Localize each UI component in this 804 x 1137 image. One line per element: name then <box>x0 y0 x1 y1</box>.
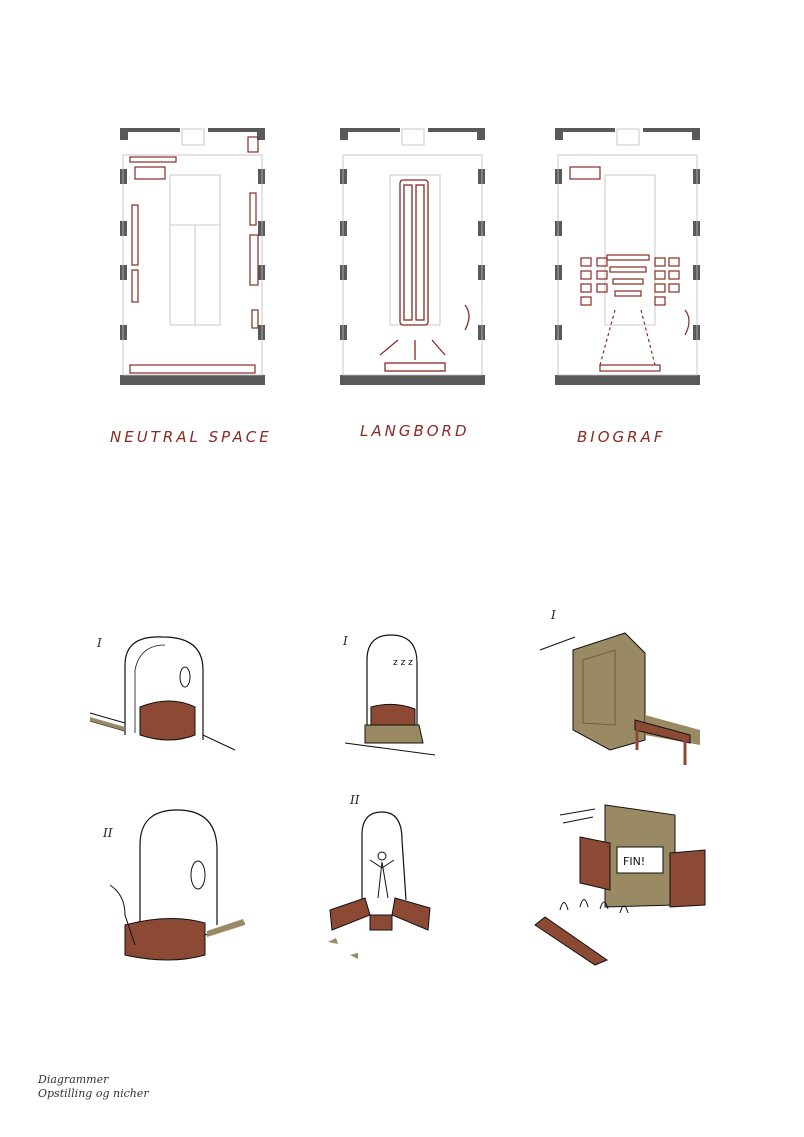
sketch-cinema-screen: FIN! <box>534 804 706 966</box>
caption-title: Diagrammer <box>38 1073 109 1086</box>
plan-label-langbord: LANGBORD <box>360 422 470 440</box>
sketch-numeral: I <box>550 608 556 622</box>
sketch-wood-structure-bench: I <box>539 608 700 765</box>
sketch-numeral: II <box>102 826 113 840</box>
plan-label-neutral-space: NEUTRAL SPACE <box>110 428 272 446</box>
sketch-niche-figure: II <box>328 793 431 959</box>
sketch-numeral: II <box>349 793 360 807</box>
sketch-niche-bench-2: II <box>102 809 246 961</box>
sketch-numeral: I <box>342 634 348 648</box>
plan-label-biograf: BIOGRAF <box>577 428 666 446</box>
floor-plan-langbord <box>340 128 485 385</box>
caption: Diagrammer Opstilling og nicher <box>38 1073 149 1101</box>
screen-text: FIN! <box>623 855 645 868</box>
svg-text:z z z: z z z <box>393 658 413 668</box>
floor-plan-biograf <box>555 128 700 385</box>
floor-plan-neutral-space <box>120 128 265 385</box>
sketch-numeral: I <box>96 636 102 650</box>
sketch-niche-bench-1: I <box>89 636 236 751</box>
caption-subtitle: Opstilling og nicher <box>38 1087 149 1100</box>
sketch-niche-sleeper: I z z z <box>342 634 436 756</box>
